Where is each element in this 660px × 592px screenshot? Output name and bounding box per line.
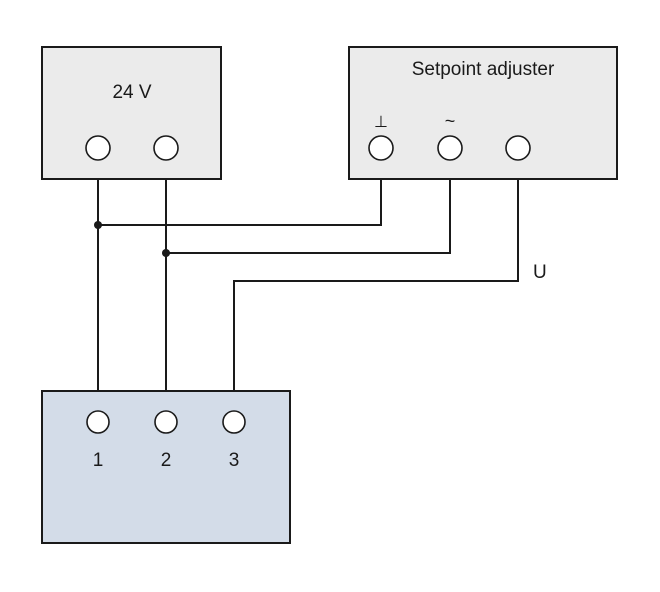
controller-terminal-2-label: 2: [161, 450, 172, 471]
adjuster-terminal-signal: [505, 135, 531, 161]
controller-terminal-2: [154, 410, 178, 434]
power-terminal-2: [153, 135, 179, 161]
controller-box: [41, 390, 291, 544]
power-supply-box: [41, 46, 222, 180]
wire-signal-u: [233, 179, 519, 391]
setpoint-adjuster-box: [348, 46, 618, 180]
wire-live-to-adjuster: [166, 179, 451, 254]
signal-u-label: U: [533, 262, 547, 283]
setpoint-adjuster-title: Setpoint adjuster: [412, 59, 555, 80]
controller-terminal-3: [222, 410, 246, 434]
wires: [94, 179, 519, 391]
controller-terminal-1: [86, 410, 110, 434]
setpoint-adjuster: Setpoint adjuster ⊥ ~: [348, 46, 618, 180]
ac-symbol: ~: [445, 111, 456, 131]
junction-dot-1: [94, 221, 102, 229]
controller-terminal-3-label: 3: [229, 450, 240, 471]
ground-symbol: ⊥: [374, 114, 388, 131]
wire-neutral-to-adjuster: [98, 179, 382, 226]
adjuster-terminal-ac: [437, 135, 463, 161]
junction-dot-2: [162, 249, 170, 257]
power-supply: 24 V: [41, 46, 222, 180]
power-supply-label: 24 V: [112, 82, 151, 103]
power-terminal-1: [85, 135, 111, 161]
adjuster-terminal-ground: [368, 135, 394, 161]
controller: 1 2 3: [41, 390, 291, 544]
controller-terminal-1-label: 1: [93, 450, 104, 471]
